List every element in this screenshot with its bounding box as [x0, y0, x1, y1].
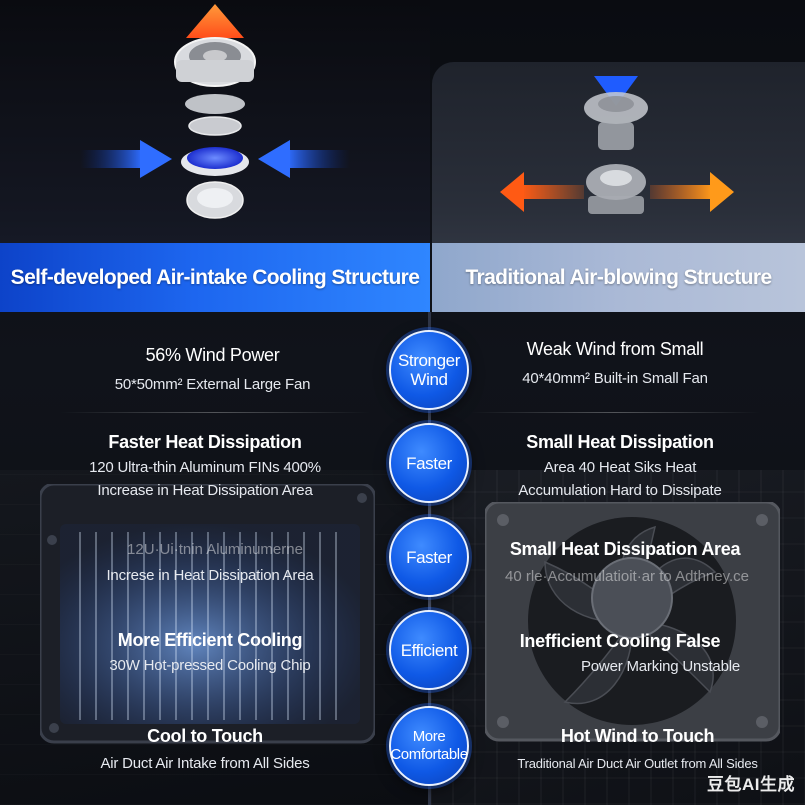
right-row-2-sub1: Area 40 Heat Siks Heat: [543, 459, 697, 476]
left-row-5: Cool to Touch Air Duct Air Intake from A…: [40, 724, 370, 775]
left-row-5-title: Cool to Touch: [147, 726, 263, 746]
badge-more-comfortable-label: More Comfortable: [390, 728, 468, 763]
heatsink-icon: [40, 484, 375, 744]
left-banner-title: Self-developed Air-intake Cooling Struct…: [10, 265, 420, 289]
up-arrow-icon: [186, 4, 244, 38]
right-row-1-title: Weak Wind from Small: [526, 339, 704, 359]
left-row-2-sub2: Increase in Heat Dissipation Area: [97, 482, 313, 499]
left-row-3-faded-text: 12U·Ui·tnin Aluminumerne: [127, 541, 303, 558]
right-banner-title: Traditional Air-blowing Structure: [465, 265, 772, 289]
right-row-2: Small Heat Dissipation Area 40 Heat Siks…: [470, 430, 770, 502]
right-row-2-sub2: Accumulation Hard to Dissipate: [518, 482, 722, 499]
right-arrow-icon: [258, 140, 350, 178]
left-row-3: Increse in Heat Dissipation Area: [40, 564, 380, 587]
left-row-2-title: Faster Heat Dissipation: [108, 432, 302, 452]
right-arrow-icon: [650, 172, 734, 212]
row-divider: [60, 412, 370, 413]
badge-faster-1-label: Faster: [406, 453, 452, 473]
badge-faster-1: Faster: [389, 423, 469, 503]
left-row-4-sub: 30W Hot-pressed Cooling Chip: [109, 657, 311, 674]
left-row-3-sub: Increse in Heat Dissipation Area: [106, 567, 314, 584]
badge-efficient-label: Efficient: [400, 640, 458, 660]
right-row-1-sub: 40*40mm² Built-in Small Fan: [522, 370, 708, 387]
fan-icon: [485, 502, 780, 742]
right-row-4-title: Inefficient Cooling False: [519, 631, 721, 651]
badge-faster-2-label: Faster: [406, 547, 452, 567]
left-row-4-title: More Efficient Cooling: [117, 630, 303, 650]
right-row-4: Inefficient Cooling False Power Marking …: [500, 629, 740, 678]
air-intake-fan-illustration: [80, 4, 350, 219]
right-banner: Traditional Air-blowing Structure: [432, 243, 805, 312]
right-row-3-title: Small Heat Dissipation Area: [509, 539, 741, 559]
left-banner: Self-developed Air-intake Cooling Struct…: [0, 243, 430, 312]
down-arrow-icon: [594, 76, 638, 106]
right-row-2-title: Small Heat Dissipation: [526, 432, 714, 452]
right-row-1: Weak Wind from Small 40*40mm² Built-in S…: [470, 337, 760, 390]
badge-more-comfortable: More Comfortable: [389, 706, 469, 786]
left-row-1: 56% Wind Power 50*50mm² External Large F…: [40, 343, 385, 396]
badge-efficient: Efficient: [389, 610, 469, 690]
row-divider: [470, 412, 760, 413]
left-row-1-sub: 50*50mm² External Large Fan: [114, 376, 311, 393]
right-row-5: Hot Wind to Touch Traditional Air Duct A…: [480, 724, 795, 775]
right-row-3: Small Heat Dissipation Area: [470, 537, 780, 561]
right-row-5-sub: Traditional Air Duct Air Outlet from All…: [517, 756, 758, 771]
badge-stronger-wind: Stronger Wind: [389, 330, 469, 410]
right-row-4-sub: Power Marking Unstable: [580, 658, 740, 675]
left-row-1-title: 56% Wind Power: [145, 345, 280, 365]
badge-faster-2: Faster: [389, 517, 469, 597]
left-row-4: More Efficient Cooling 30W Hot-pressed C…: [40, 628, 380, 677]
left-row-2: Faster Heat Dissipation 120 Ultra-thin A…: [30, 430, 380, 502]
left-row-5-sub: Air Duct Air Intake from All Sides: [100, 755, 310, 772]
left-arrow-icon: [80, 140, 172, 178]
right-row-3-faded-text: 40 rle·Accumulatioit·ar to Adthney.ce: [505, 568, 750, 585]
watermark: 豆包AI生成: [707, 775, 795, 794]
right-row-5-title: Hot Wind to Touch: [560, 726, 715, 746]
badge-stronger-wind-label: Stronger Wind: [397, 351, 460, 389]
left-arrow-icon: [500, 172, 584, 212]
air-blowing-fan-illustration: [500, 76, 734, 214]
left-row-2-sub1: 120 Ultra-thin Aluminum FINs 400%: [89, 459, 321, 476]
